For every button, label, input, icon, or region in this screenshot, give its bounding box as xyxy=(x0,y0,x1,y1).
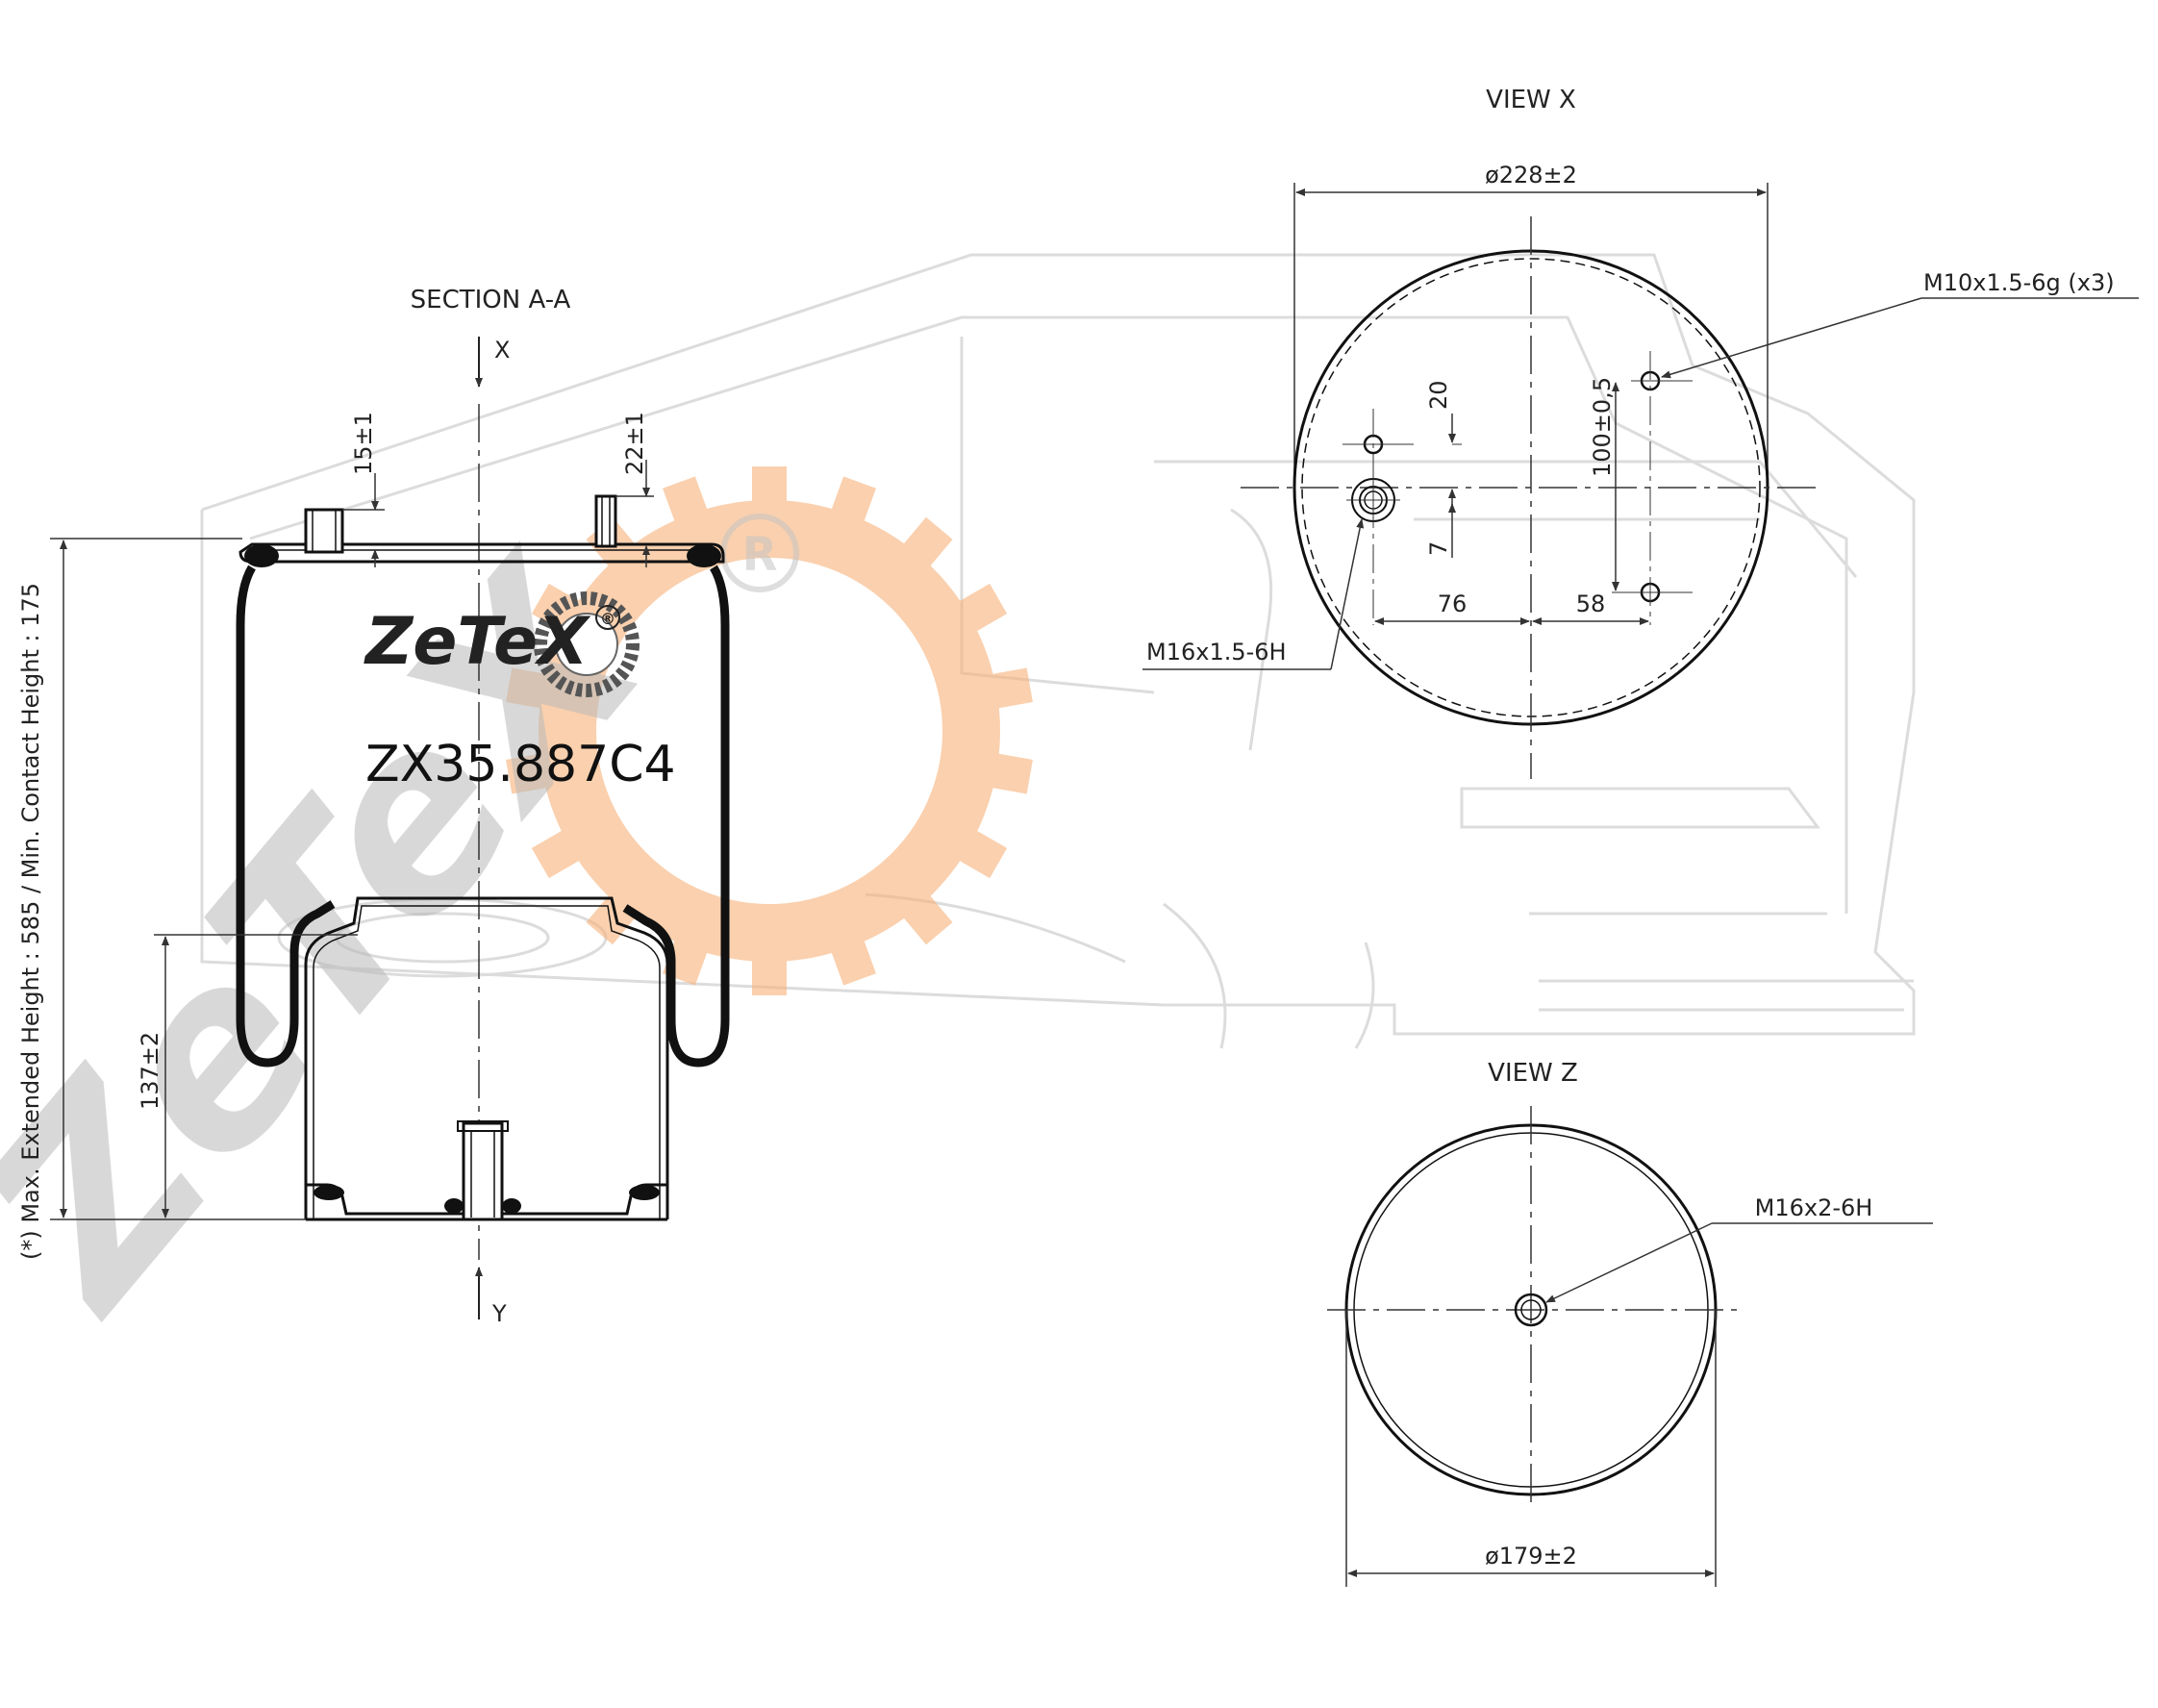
section-title: SECTION A-A xyxy=(411,286,571,314)
svg-text:R: R xyxy=(742,528,778,582)
gear-watermark xyxy=(506,466,1033,995)
truck-outline-watermark xyxy=(200,253,1916,1049)
view-z: VIEW Z M16x2-6H ø179±2 xyxy=(1327,1059,1933,1587)
view-z-thread-hole xyxy=(1514,1293,1548,1327)
top-bead-plate xyxy=(238,542,725,564)
zetex-logo: ZeTeX ® xyxy=(364,591,640,697)
dim-76: 76 xyxy=(1438,590,1468,617)
dim-20: 20 xyxy=(1425,380,1452,410)
bead-roll-right xyxy=(687,544,721,567)
thread-center-label: M16x1.5-6H xyxy=(1146,639,1287,666)
dim-58: 58 xyxy=(1576,590,1606,617)
svg-text:ZeTeX: ZeTeX xyxy=(364,604,591,680)
view-x-title: VIEW X xyxy=(1486,86,1576,114)
stud-right xyxy=(594,494,617,548)
height-note: (*) Max. Extended Height : 585 / Min. Co… xyxy=(17,583,44,1260)
view-x-diameter: ø228±2 xyxy=(1485,162,1577,188)
view-z-title: VIEW Z xyxy=(1488,1059,1578,1088)
piston-outer xyxy=(304,896,669,1219)
stud-left xyxy=(304,508,344,554)
dim-stud-right: 22±1 xyxy=(621,412,648,475)
dim-7: 7 xyxy=(1425,541,1452,556)
part-number: ZX35.887C4 xyxy=(365,736,676,793)
view-x-arrow-label: X xyxy=(494,337,510,364)
bellows-right xyxy=(622,565,730,1068)
view-y-arrow-label: Y xyxy=(491,1300,507,1327)
view-x: VIEW X ø228±2 20 7 xyxy=(1142,86,2139,779)
dim-piston-height: 137±2 xyxy=(137,1032,163,1110)
dim-stud-left: 15±1 xyxy=(350,412,377,475)
bottom-insert xyxy=(462,1121,504,1221)
view-z-diameter: ø179±2 xyxy=(1485,1543,1577,1570)
bead-roll-left xyxy=(244,544,279,567)
dim-100: 100±0,5 xyxy=(1589,377,1616,477)
bellows-left xyxy=(236,565,336,1068)
thread-studs-label: M10x1.5-6g (x3) xyxy=(1923,269,2115,296)
svg-text:®: ® xyxy=(600,610,615,628)
view-z-thread-label: M16x2-6H xyxy=(1755,1194,1873,1221)
section-a-a: SECTION A-A X xyxy=(17,286,730,1327)
